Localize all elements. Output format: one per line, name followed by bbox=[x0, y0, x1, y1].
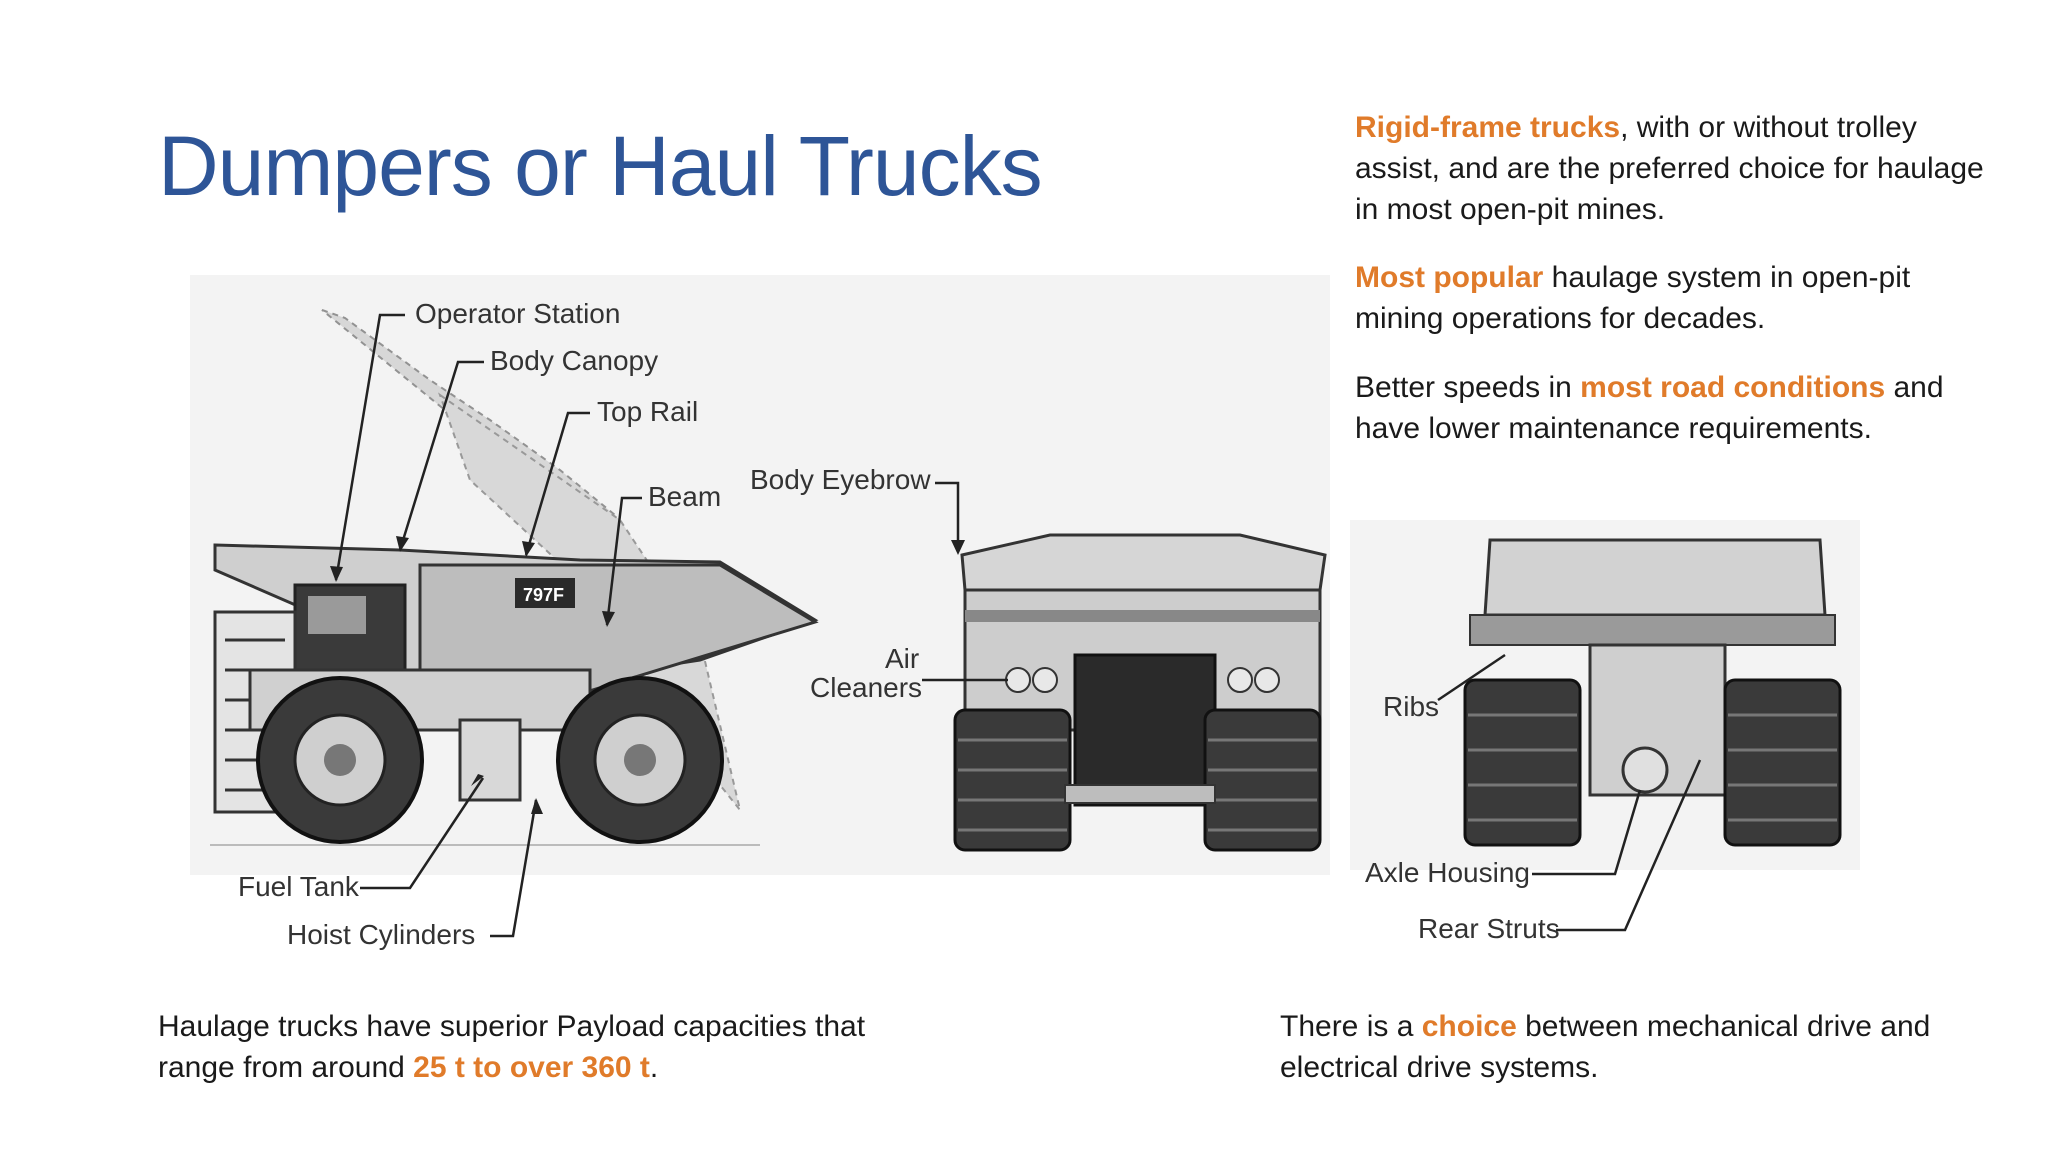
body-text: There is a bbox=[1280, 1010, 1422, 1043]
highlight-text: 25 t to over 360 t bbox=[413, 1051, 650, 1084]
rear-body bbox=[1483, 538, 1827, 617]
page-title: Dumpers or Haul Trucks bbox=[158, 119, 1043, 213]
truck-side-view: 797F bbox=[210, 309, 819, 846]
body-text: between mechanical drive and electrical … bbox=[1280, 1010, 1931, 1084]
rear-wheel bbox=[556, 676, 724, 844]
label-top-rail: Top Rail bbox=[597, 396, 698, 427]
label-body-canopy: Body Canopy bbox=[490, 345, 658, 376]
rear-ribs-band bbox=[1469, 614, 1836, 646]
truck-rear-view bbox=[1463, 538, 1842, 847]
front-canopy bbox=[960, 533, 1327, 592]
right-paragraph-3: Better speeds in most road conditions an… bbox=[1355, 367, 1995, 449]
label-rear-struts: Rear Struts bbox=[1418, 913, 1560, 944]
highlight-text: most road conditions bbox=[1580, 371, 1886, 404]
body-text: , with or without trolley assist, and ar… bbox=[1355, 111, 1984, 226]
cab-window bbox=[308, 596, 366, 634]
bottom-left-paragraph: Haulage trucks have superior Payload cap… bbox=[158, 1006, 918, 1088]
raised-body-fill bbox=[438, 392, 741, 811]
highlight-text: Rigid-frame trucks bbox=[1355, 111, 1621, 144]
fuel-tank-shape bbox=[458, 718, 522, 802]
body-text: Haulage trucks have superior Payload cap… bbox=[158, 1010, 866, 1084]
highlight-text: Most popular bbox=[1355, 261, 1544, 294]
leader-arrowheads bbox=[330, 536, 965, 814]
right-paragraph-1: Rigid-frame trucks, with or without trol… bbox=[1355, 107, 1995, 230]
label-operator-station: Operator Station bbox=[415, 298, 620, 329]
leader-lines bbox=[334, 313, 1702, 938]
model-badge bbox=[515, 578, 575, 608]
highlight-text: choice bbox=[1421, 1010, 1517, 1043]
body-text: and have lower maintenance requirements. bbox=[1355, 371, 1944, 445]
label-hoist-cylinders: Hoist Cylinders bbox=[287, 919, 475, 950]
air-cleaners-shape bbox=[1005, 667, 1280, 693]
label-ribs: Ribs bbox=[1383, 691, 1439, 722]
front-tire-tread bbox=[958, 738, 1317, 832]
label-beam: Beam bbox=[648, 481, 721, 512]
truck-front-view bbox=[953, 533, 1327, 852]
right-paragraph-2: Most popular haulage system in open-pit … bbox=[1355, 257, 1995, 339]
label-fuel-tank: Fuel Tank bbox=[238, 871, 360, 902]
rear-tires bbox=[1463, 678, 1842, 847]
label-air: Air bbox=[885, 643, 919, 674]
front-radiator bbox=[1073, 653, 1217, 807]
axle-housing-shape bbox=[1621, 746, 1669, 794]
bottom-right-paragraph: There is a choice between mechanical dri… bbox=[1280, 1006, 2000, 1088]
rear-tire-tread bbox=[1468, 713, 1837, 822]
label-body-eyebrow: Body Eyebrow bbox=[750, 464, 931, 495]
front-rail bbox=[965, 610, 1320, 622]
model-badge-text: 797F bbox=[523, 585, 564, 605]
label-cleaners: Cleaners bbox=[810, 672, 922, 703]
label-axle-housing: Axle Housing bbox=[1365, 857, 1530, 888]
body-text: . bbox=[649, 1051, 659, 1084]
front-tires bbox=[953, 708, 1322, 852]
front-wheel bbox=[256, 676, 424, 844]
front-bumper bbox=[1064, 784, 1216, 804]
body-text: Better speeds in bbox=[1355, 371, 1581, 404]
body-text: haulage system in open-pit mining operat… bbox=[1355, 261, 1911, 335]
